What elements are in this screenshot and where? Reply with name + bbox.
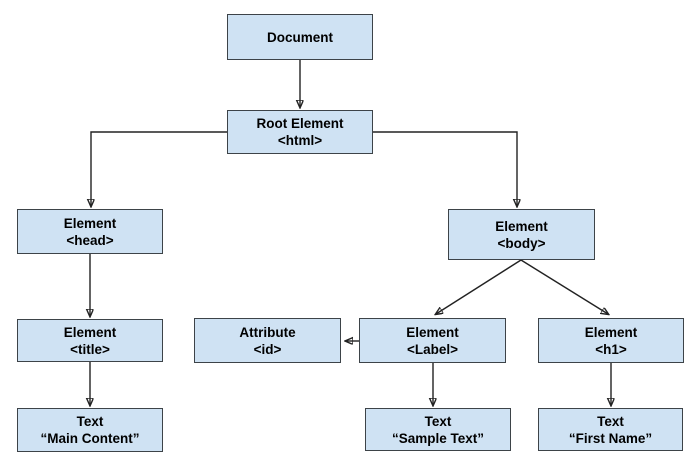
node-element-title-label: Element: [63, 324, 117, 340]
node-attribute-id-label: Attribute: [239, 324, 296, 340]
node-root-element: Root Element <html>: [227, 110, 373, 154]
node-text-sample-text-label: Text: [424, 413, 452, 429]
node-element-head-tag: <head>: [66, 232, 114, 248]
arrow-root-to-body: [373, 131, 517, 206]
node-element-head-label: Element: [63, 215, 117, 231]
node-text-sample-text-value: “Sample Text”: [391, 430, 485, 446]
node-document: Document: [227, 14, 373, 60]
node-text-main-content-value: “Main Content”: [40, 431, 140, 446]
node-element-head: Element <head>: [17, 209, 163, 254]
node-attribute-id-tag: <id>: [253, 341, 282, 357]
node-element-label-tag: <Label>: [406, 341, 459, 357]
node-element-label: Element <Label>: [359, 318, 506, 363]
node-root-element-tag: <html>: [277, 133, 323, 148]
node-text-first-name: Text “First Name”: [538, 408, 683, 451]
node-element-body-tag: <body>: [497, 235, 546, 251]
node-attribute-id: Attribute <id>: [194, 318, 341, 363]
node-element-body: Element <body>: [448, 209, 595, 260]
node-element-h1-label: Element: [584, 324, 638, 340]
node-text-first-name-label: Text: [597, 413, 624, 429]
node-element-body-label: Element: [495, 218, 548, 234]
node-element-title-tag: <title>: [70, 341, 110, 357]
node-element-title: Element <title>: [17, 319, 163, 362]
node-element-h1: Element <h1>: [538, 318, 684, 363]
node-text-main-content: Text “Main Content”: [17, 408, 163, 452]
arrow-root-to-head: [91, 131, 227, 206]
node-text-main-content-label: Text: [76, 414, 104, 429]
arrow-body-to-label: [436, 259, 522, 314]
node-document-label: Document: [266, 29, 333, 45]
node-element-h1-tag: <h1>: [595, 341, 627, 357]
arrow-body-to-h1: [520, 259, 608, 314]
node-text-first-name-value: “First Name”: [568, 430, 653, 446]
node-root-element-label: Root Element: [256, 116, 344, 131]
node-element-label-label: Element: [406, 324, 459, 340]
node-text-sample-text: Text “Sample Text”: [365, 408, 511, 451]
